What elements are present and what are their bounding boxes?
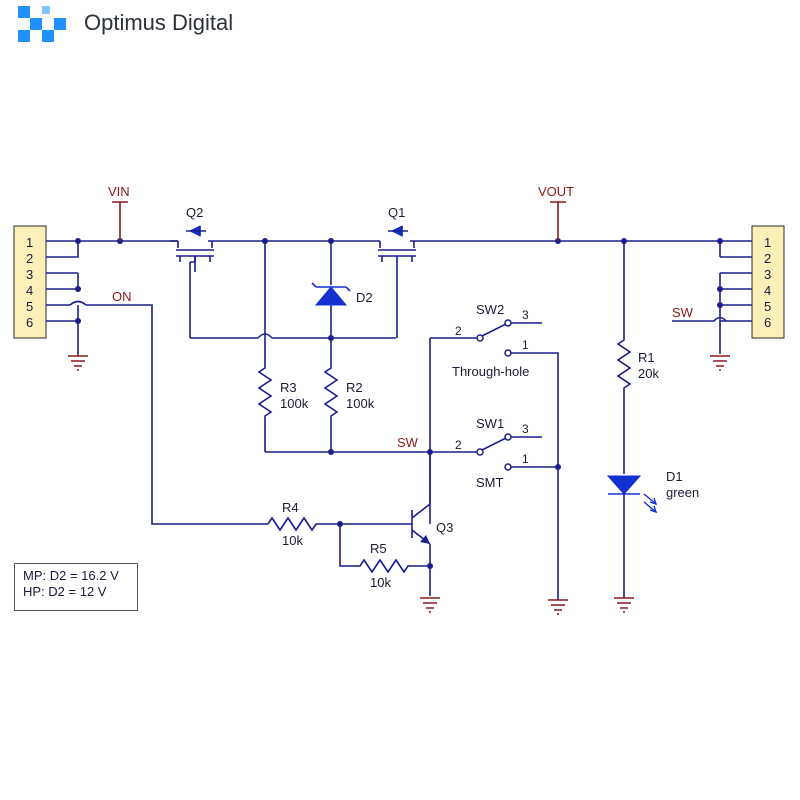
sw2-pin2: 2 [455,324,462,338]
r1-resistor: R1 20k [616,241,659,474]
vout-net: VOUT [538,184,574,241]
vin-label: VIN [108,184,130,199]
sw2-pin3: 3 [522,308,529,322]
d1-label: D1 [666,469,683,484]
q3-label: Q3 [436,520,453,535]
logo-icon [18,6,66,42]
on-net: ON [86,289,268,525]
ground-q3 [420,597,440,613]
right-pin-5: 5 [764,299,771,314]
sw-right-label: SW [672,305,694,320]
q3-transistor: Q3 [411,452,453,596]
r2-value: 100k [346,396,375,411]
d2-zener: D2 [311,241,373,338]
left-pin-6: 6 [26,315,33,330]
sw2-pin1: 1 [522,338,529,352]
brand-name: Optimus Digital [84,10,234,35]
left-connector-wires [46,238,88,371]
right-pin-4: 4 [764,283,771,298]
left-pin-1: 1 [26,235,33,250]
sw1-switch: SW1 2 3 1 SMT [455,416,561,490]
q2-label: Q2 [186,205,203,220]
sw1-type: SMT [476,475,504,490]
r1-label: R1 [638,350,655,365]
r4-resistor: R4 10k [267,500,412,548]
q1-mosfet: Q1 [372,205,430,338]
sw1-pin1: 1 [522,452,529,466]
q2-mosfet: Q2 [170,205,230,338]
vin-net: VIN [108,184,130,241]
r5-resistor: R5 10k [339,524,433,590]
sw1-pin3: 3 [522,422,529,436]
r5-value: 10k [370,575,391,590]
sw2-label: SW2 [476,302,504,317]
right-pin-1: 1 [764,235,771,250]
r4-value: 10k [282,533,303,548]
sw-net-label: SW [397,435,419,450]
brand-logo: Optimus Digital [14,2,254,50]
r2-resistor: R2 100k [323,338,375,452]
q1-label: Q1 [388,205,405,220]
r4-label: R4 [282,500,299,515]
sw1-label: SW1 [476,416,504,431]
r5-label: R5 [370,541,387,556]
r3-label: R3 [280,380,297,395]
left-pin-2: 2 [26,251,33,266]
d1-led: D1 green [606,469,699,598]
right-pin-2: 2 [764,251,771,266]
d1-color: green [666,485,699,500]
d2-label: D2 [356,290,373,305]
right-pin-6: 6 [764,315,771,330]
sw2-switch: SW2 2 3 1 Through-hole [429,302,559,600]
r1-value: 20k [638,366,659,381]
variant-note: MP: D2 = 16.2 V HP: D2 = 12 V [14,563,138,611]
r2-label: R2 [346,380,363,395]
note-line-2: HP: D2 = 12 V [23,584,107,599]
note-line-1: MP: D2 = 16.2 V [23,568,119,583]
on-label: ON [112,289,132,304]
r3-value: 100k [280,396,309,411]
vout-label: VOUT [538,184,574,199]
right-connector: 1 2 3 4 5 6 SW [672,225,785,371]
left-pin-3: 3 [26,267,33,282]
left-pin-5: 5 [26,299,33,314]
sw1-pin2: 2 [455,438,462,452]
left-pin-4: 4 [26,283,33,298]
ground-sw [548,599,568,615]
left-connector: 1 2 3 4 5 6 [13,225,47,339]
ground-led [614,597,634,613]
sw2-type: Through-hole [452,364,529,379]
right-pin-3: 3 [764,267,771,282]
r3-resistor: R3 100k [257,241,309,452]
